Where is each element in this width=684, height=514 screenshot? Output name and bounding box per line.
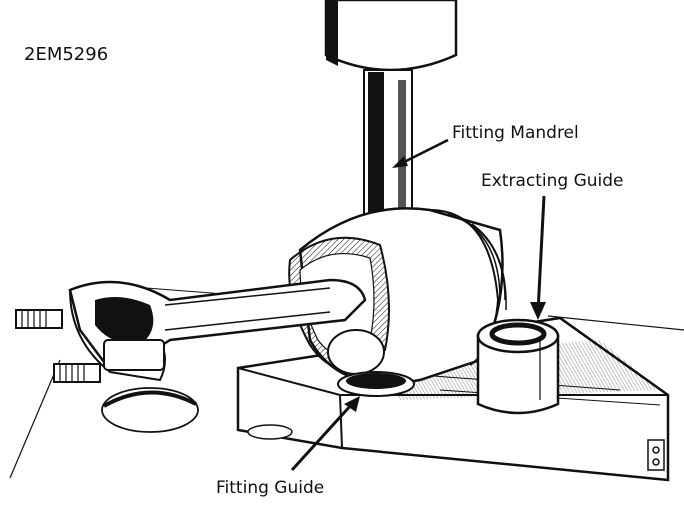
leader-extracting-guide (530, 195, 546, 320)
label-fitting-mandrel: Fitting Mandrel (452, 123, 579, 143)
label-fitting-guide: Fitting Guide (216, 478, 325, 498)
table-hole (101, 387, 199, 433)
connecting-rod (68, 278, 385, 382)
extracting-guide (476, 318, 560, 415)
fitting-guide (337, 371, 415, 397)
leader-fitting-guide (290, 396, 360, 472)
figure-id: 2EM5296 (24, 44, 109, 65)
leader-fitting-mandrel (392, 138, 449, 168)
rod-bolt-upper (15, 309, 63, 329)
press-ram-head (324, 0, 458, 72)
rod-bolt-lower (53, 363, 101, 383)
label-extracting-guide: Extracting Guide (481, 171, 624, 191)
